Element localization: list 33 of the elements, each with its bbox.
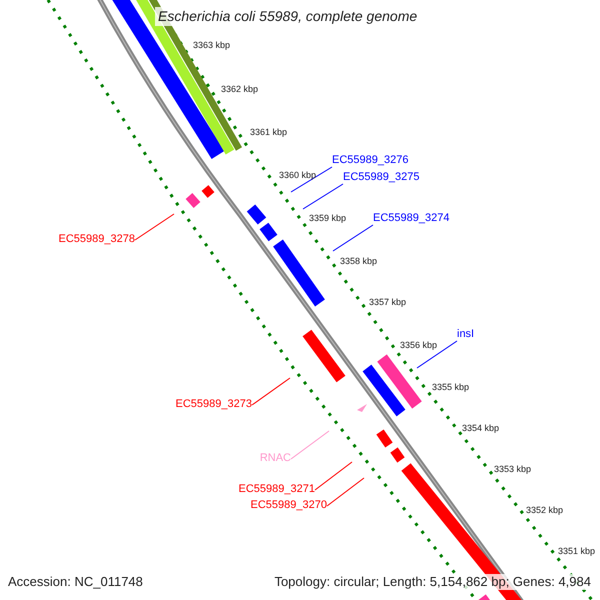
tick-label: 3362 kbp <box>221 84 258 95</box>
gene-label: EC55989_3274 <box>373 212 450 225</box>
tick-label: 3358 kbp <box>340 256 378 267</box>
gene-label: EC55989_3271 <box>238 483 315 496</box>
tick-label: 3359 kbp <box>309 213 346 224</box>
tick-label: 3357 kbp <box>369 297 406 308</box>
leader-line <box>314 462 352 490</box>
gene-label: EC55989_3278 <box>58 233 135 246</box>
tick-label: 3352 kbp <box>526 505 564 516</box>
gene-label: EC55989_3275 <box>343 171 420 184</box>
tick-label: 3356 kbp <box>400 340 438 351</box>
leader-line <box>302 184 344 210</box>
leader-line <box>416 340 458 368</box>
genome-info-text: Topology: circular; Length: 5,154,862 bp; Genes: 4,984 <box>272 574 593 590</box>
leader-line <box>326 478 364 506</box>
tick-label: 3361 kbp <box>250 127 288 138</box>
leader-line <box>290 166 332 192</box>
accession-text: Accession: NC_011748 <box>8 574 143 590</box>
tick-label: 3360 kbp <box>279 170 316 181</box>
tick-label: 3354 kbp <box>462 423 500 434</box>
tick-label: 3355 kbp <box>432 382 470 393</box>
gene-label: insI <box>457 328 474 341</box>
leader-line <box>290 430 330 460</box>
gene-label: EC55989_3276 <box>332 154 408 167</box>
gene-label: RNAC <box>260 452 291 465</box>
gene-label: EC55989_3270 <box>250 499 327 512</box>
gene-label: EC55989_3273 <box>176 398 252 411</box>
leader-line <box>332 224 374 252</box>
tick-label: 3351 kbp <box>558 546 596 557</box>
leader-line <box>134 214 174 240</box>
leader-line <box>252 378 290 406</box>
tick-label: 3363 kbp <box>193 40 230 51</box>
tick-label: 3353 kbp <box>494 464 532 475</box>
